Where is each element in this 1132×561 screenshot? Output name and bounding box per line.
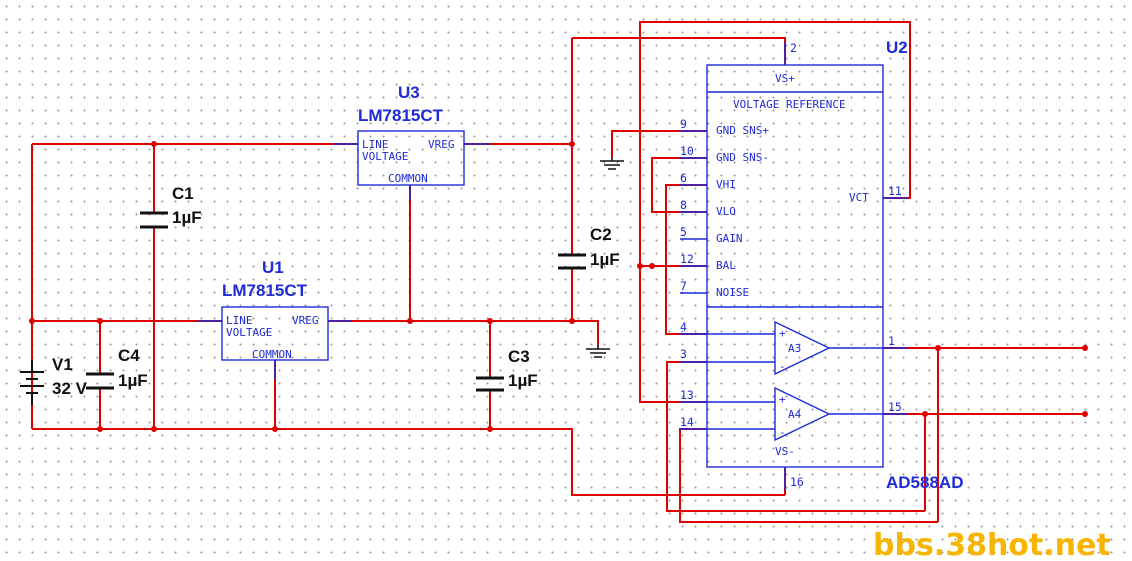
opamp-a3: + - A3 [774,320,831,376]
u1-pin-vreg: VREG [292,314,319,327]
junction-dot [649,263,655,269]
u2-gain: GAIN [716,232,743,245]
u2-vct: VCT [849,191,869,204]
pin-number: 4 [680,320,687,334]
wires [31,21,1085,523]
c2-value: 1µF [590,250,620,269]
c4-ref: C4 [118,346,140,365]
svg-text:-: - [779,360,786,373]
regulator-u1[interactable]: U1 LM7815CT LINE VOLTAGE VREG COMMON [198,258,352,380]
capacitor-c4[interactable]: C4 1µF [86,346,148,390]
amp-a3-label: A3 [788,342,801,355]
capacitor-c2[interactable]: C2 1µF [558,225,620,270]
battery-v1[interactable]: V1 32 V [20,355,88,405]
svg-text:+: + [779,327,786,340]
capacitor-c1[interactable]: C1 1µF [140,184,202,229]
u2-noise: NOISE [716,286,749,299]
junction-dot [487,318,493,324]
pin-number: 1 [888,334,895,348]
u2-vs-plus: VS+ [775,72,795,85]
pin-number: 12 [680,252,694,266]
junctions [29,141,1088,432]
u2-ref: U2 [886,38,908,57]
pin-number: 14 [680,415,694,429]
junction-dot [569,141,575,147]
junction-dot [97,318,103,324]
u3-pin-vreg: VREG [428,138,455,151]
junction-dot [272,426,278,432]
pin-number: 2 [790,41,797,55]
pin-number: 15 [888,400,902,414]
u1-pin-common: COMMON [252,348,292,361]
pin-number: 10 [680,144,694,158]
pin-number: 8 [680,198,687,212]
svg-text:-: - [779,426,786,439]
pin-number: 6 [680,171,687,185]
pin-number: 16 [790,475,804,489]
u3-part: LM7815CT [358,106,444,125]
pin-number: 13 [680,388,694,402]
opamp-a4: + - A4 [774,386,831,442]
v1-ref: V1 [52,355,73,374]
junction-dot [29,318,35,324]
u1-pin-voltage: VOLTAGE [226,326,272,339]
c3-value: 1µF [508,371,538,390]
u1-pin-line: LINE [226,314,253,327]
u1-part: LM7815CT [222,281,308,300]
watermark: bbs.38hot.net [873,528,1111,561]
junction-dot [922,411,928,417]
u2-gnd-sns-minus: GND SNS- [716,151,769,164]
u3-pin-line: LINE [362,138,389,151]
c1-ref: C1 [172,184,194,203]
junction-dot [487,426,493,432]
junction-dot [637,263,643,269]
u2-bal: BAL [716,259,736,272]
ground-symbol [600,157,624,170]
u2-vhi: VHI [716,178,736,191]
junction-dot [935,345,941,351]
u1-ref: U1 [262,258,284,277]
u3-pin-voltage: VOLTAGE [362,150,408,163]
ground-symbol [586,345,610,358]
pin-number: 5 [680,225,687,239]
junction-dot [97,426,103,432]
u2-vlo: VLO [716,205,736,218]
junction-dot [151,141,157,147]
v1-value: 32 V [52,379,88,398]
output-terminal [1082,345,1088,351]
regulator-u3[interactable]: U3 LM7815CT LINE VOLTAGE VREG COMMON [334,83,490,200]
c1-value: 1µF [172,208,202,227]
output-terminal [1082,411,1088,417]
junction-dot [151,426,157,432]
svg-text:+: + [779,393,786,406]
pin-number: 3 [680,347,687,361]
ic-u2[interactable]: U2 AD588AD + - A3 + - A4 VS+ VOLTAGE REF… [680,38,963,492]
pin-number: 11 [888,184,902,198]
pin-number: 7 [680,279,687,293]
c3-ref: C3 [508,347,530,366]
u2-part: AD588AD [886,473,963,492]
pin-number: 9 [680,117,687,131]
capacitor-c3[interactable]: C3 1µF [476,347,538,392]
u2-gnd-sns-plus: GND SNS+ [716,124,769,137]
u2-vs-minus: VS- [775,445,795,458]
junction-dot [569,318,575,324]
amp-a4-label: A4 [788,408,802,421]
junction-dot [407,318,413,324]
u3-ref: U3 [398,83,420,102]
u2-title: VOLTAGE REFERENCE [733,98,846,111]
c2-ref: C2 [590,225,612,244]
c4-value: 1µF [118,371,148,390]
u3-pin-common: COMMON [388,172,428,185]
